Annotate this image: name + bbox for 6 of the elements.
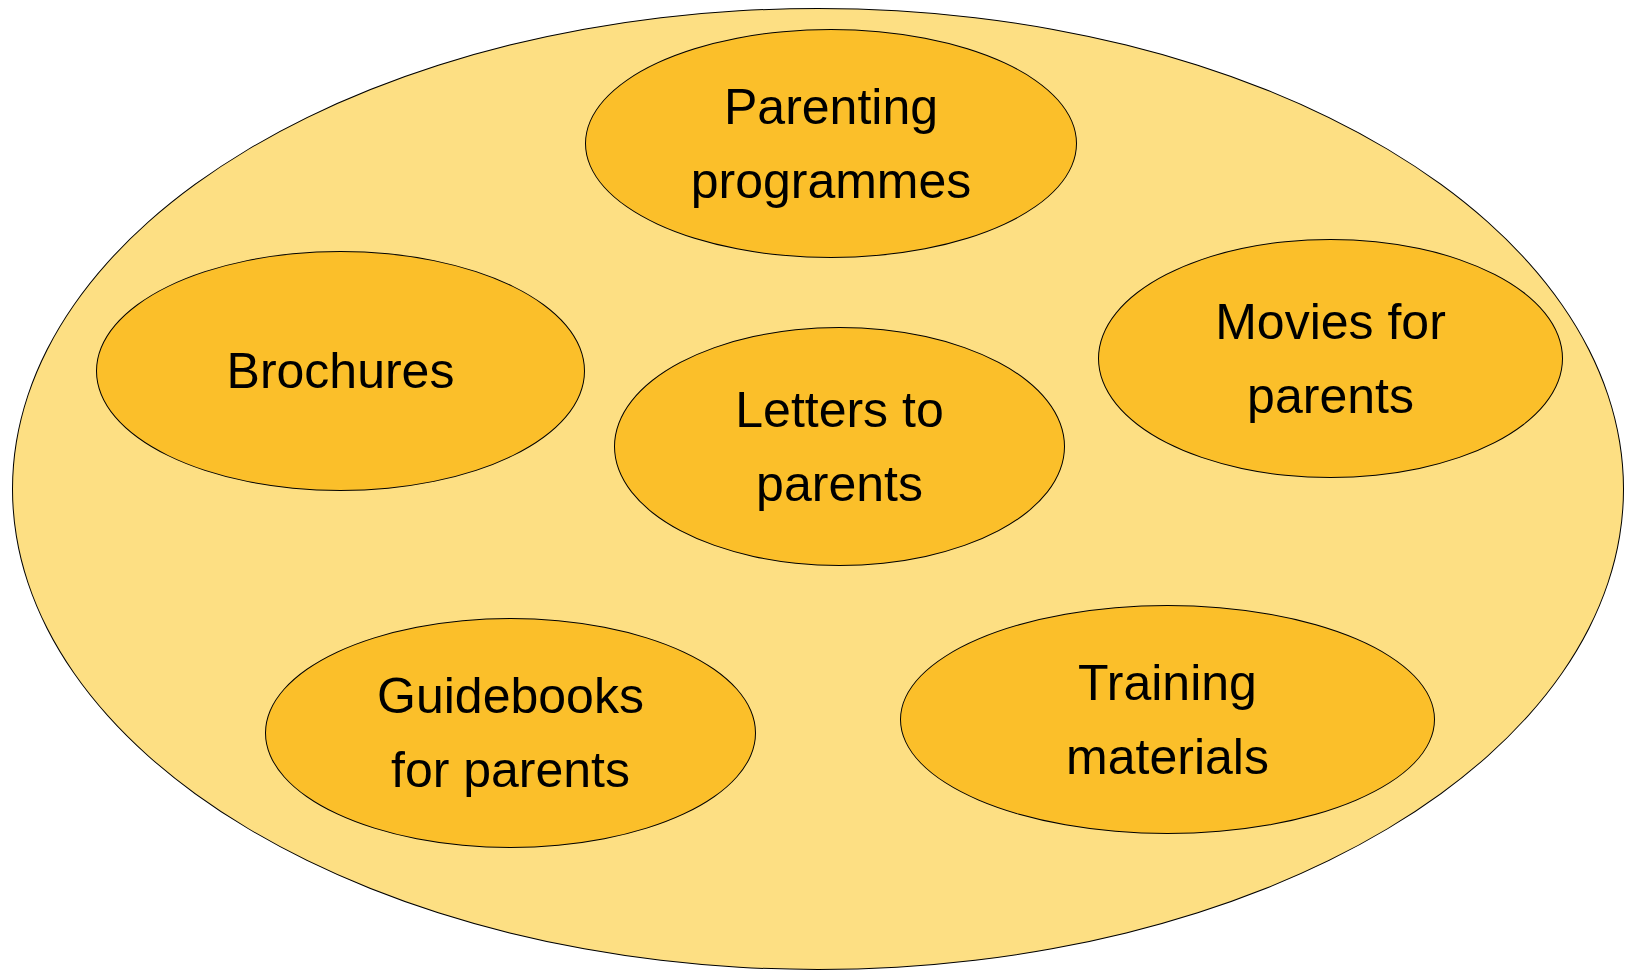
node-label: Guidebooks for parents [376,667,645,800]
node-label: Parenting programmes [689,77,973,211]
node-label: Letters to parents [734,380,945,514]
node-label: Movies for parents [1214,292,1447,426]
node-label: Brochures [226,342,455,401]
node-label: Training materials [1065,653,1270,787]
